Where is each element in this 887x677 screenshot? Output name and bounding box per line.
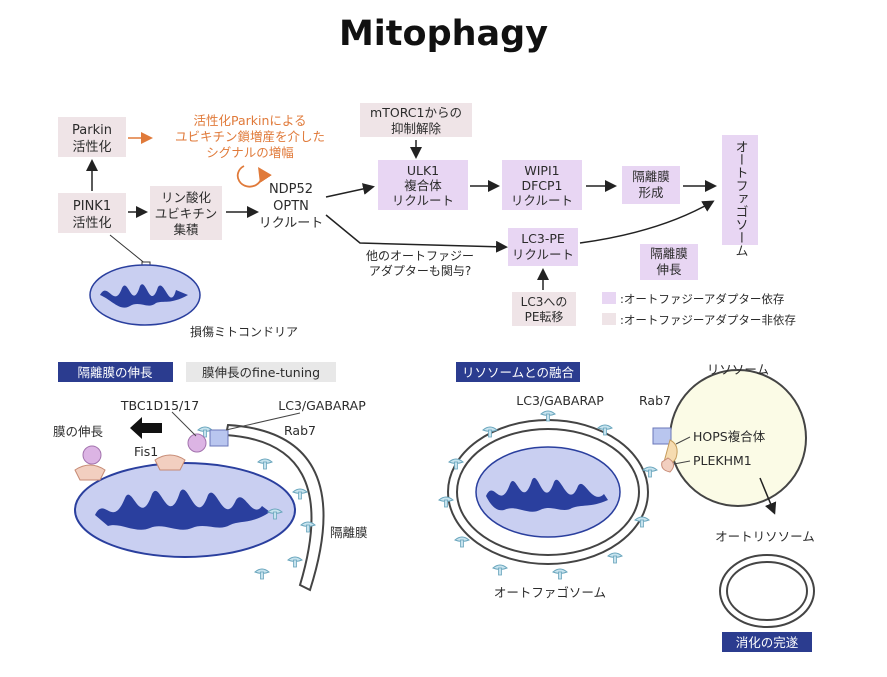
lc3gab-label-left: LC3/GABARAP [278, 398, 366, 413]
tbc-pointer [171, 411, 197, 437]
membrane-form-line2: 形成 [638, 185, 663, 200]
rab7-square-right [652, 427, 672, 445]
digestion-label: 消化の完遂 [736, 635, 799, 650]
membrane-extend-line2: 伸長 [656, 262, 682, 277]
arrow-lysosome-autolysosome [759, 477, 777, 515]
rab7-square-left [209, 429, 229, 447]
digestion-box [722, 632, 812, 652]
damaged-mito-label: 損傷ミトコンドリア [190, 324, 298, 339]
arrow-lc3pe-autophagosome [579, 200, 715, 244]
wipi1-line1: WIPI1 [524, 163, 559, 178]
orange-note-2: ユビキチン鎖増産を介した [175, 129, 325, 144]
lc3pe-line2: リクルート [512, 247, 574, 262]
ndp52-line3: リクルート [259, 216, 324, 231]
mtorc1-box [360, 103, 472, 137]
hops-label: HOPS複合体 [693, 429, 766, 444]
lc3gab-label-right: LC3/GABARAP [516, 393, 604, 408]
wipi1-line2: DFCP1 [521, 178, 562, 193]
other-adapter-line1: 他のオートファジー [366, 249, 474, 263]
ndp52-line2: OPTN [273, 199, 309, 214]
legend-swatch-dependent [602, 292, 616, 304]
header-membrane-extension [58, 362, 173, 382]
header-membrane-extension-label: 隔離膜の伸長 [77, 365, 153, 380]
ulk1-line2: 複合体 [404, 178, 442, 193]
membrane-label: 隔離膜 [330, 525, 368, 540]
header-lysosome-fusion-label: リソソームとの融合 [462, 365, 575, 380]
extension-arrow-icon [130, 417, 162, 439]
legend-dependent-label: :オートファジーアダプター依存 [620, 292, 784, 306]
arrow-ndp52-lc3pe [325, 214, 508, 253]
mtorc1-line2: 抑制解除 [391, 121, 442, 136]
rab7-label-left: Rab7 [284, 423, 316, 438]
pink1-label-2: 活性化 [72, 216, 111, 231]
membrane-form-line1: 隔離膜 [632, 169, 670, 184]
autophagosome-vertical-label: オートファゴソーム [733, 140, 748, 257]
lc3-pe-transfer-box [512, 292, 576, 326]
arrow-ndp52-ulk1 [325, 183, 375, 198]
autolysosome-label: オートリソソーム [715, 529, 815, 544]
tbc1d15-circle [187, 433, 207, 453]
pe-transfer-line2: PE転移 [525, 310, 564, 324]
page-title: Mitophagy [338, 14, 549, 54]
pe-transfer-line1: LC3への [521, 295, 568, 309]
pink1-box [58, 193, 126, 233]
isolation-membrane [224, 423, 325, 592]
amplification-loop-icon [236, 165, 272, 188]
wipi1-box [502, 160, 582, 210]
membrane-formation-box [622, 166, 680, 204]
legend-swatch-independent [602, 313, 616, 325]
wipi1-line3: リクルート [511, 193, 573, 208]
hops-pointer [675, 436, 691, 445]
parkin-label-2: 活性化 [72, 140, 111, 155]
orange-note-3: シグナルの増幅 [206, 145, 294, 160]
pointer-line [109, 234, 148, 266]
header-lysosome-fusion [456, 362, 580, 382]
ulk1-line1: ULK1 [407, 163, 439, 178]
phospho-line3: 集積 [173, 222, 199, 237]
phospho-line2: ユビキチン [155, 206, 218, 221]
other-adapter-line2: アダプターも関与? [369, 263, 471, 278]
header-fine-tuning [186, 362, 336, 382]
lysosome-label: リソソーム [707, 362, 769, 377]
parkin-label: Parkin [72, 123, 112, 138]
ulk1-box [378, 160, 468, 210]
plekhm1-shape [661, 457, 674, 473]
membrane-protein-circle [82, 445, 102, 465]
plekhm1-pointer [673, 460, 691, 465]
fis1-receptor [154, 454, 186, 471]
mtorc1-line1: mTORC1からの [370, 105, 462, 120]
phospho-ubiquitin-box [150, 186, 222, 240]
mitochondrion-right [475, 446, 621, 538]
orange-note-1: 活性化Parkinによる [193, 113, 306, 128]
mitochondrion-right-cristae [486, 477, 608, 512]
membrane-extend-line1: 隔離膜 [650, 246, 688, 261]
plekhm1-label: PLEKHM1 [693, 453, 752, 468]
autophagosome-box [722, 135, 758, 245]
ndp52-line1: NDP52 [269, 182, 313, 197]
header-fine-tuning-label: 膜伸長のfine-tuning [202, 365, 320, 380]
fis1-label: Fis1 [134, 444, 158, 459]
lc3gab-pointer [225, 412, 301, 431]
parkin-box [58, 117, 126, 157]
lc3pe-line1: LC3-PE [521, 231, 565, 246]
legend-independent-label: :オートファジーアダプター非依存 [620, 313, 796, 327]
membrane-extension-box [640, 244, 698, 280]
autolysosome-inner [726, 561, 808, 621]
ulk1-line3: リクルート [392, 193, 454, 208]
pink1-label: PINK1 [73, 199, 111, 214]
extend-label: 膜の伸長 [53, 424, 104, 439]
autophagosome-label-right: オートファゴソーム [494, 585, 606, 600]
rab7-label-right: Rab7 [639, 393, 671, 408]
receptor-left [74, 464, 106, 481]
lc3pe-box [508, 228, 578, 266]
mitochondrion-left-cristae [95, 489, 270, 530]
phospho-line1: リン酸化 [161, 190, 212, 205]
tbc-label: TBC1D15/17 [120, 398, 199, 413]
damaged-mito-cristae [100, 284, 188, 308]
